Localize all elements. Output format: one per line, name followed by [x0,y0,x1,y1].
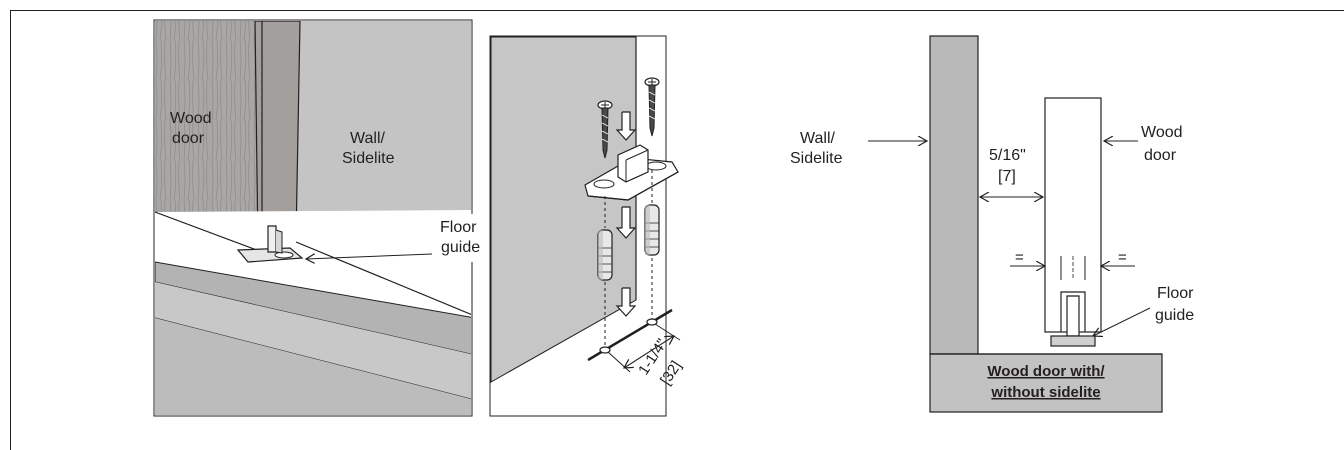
down-arrow-icon [615,111,637,141]
wall-sidelite-label-line1: Wall/ [350,130,386,147]
gap-label-mm: [7] [998,168,1016,185]
screw-right [644,77,660,137]
frame-top-border [10,10,1344,11]
callout-label-line1: Floor [440,219,477,236]
down-arrow-icon-2 [615,206,637,239]
door-section [1044,97,1102,333]
anchor-right [644,204,660,256]
panel-section-view: = = 5/16" [7] Wall/ Sidelite Wood door F… [790,35,1194,413]
floor-guide-part [236,225,304,263]
wood-door-label-line2: door [172,130,205,147]
wood-door-label-line1: Wood [170,110,212,127]
wall-label-line1: Wall/ [800,130,836,147]
floor-section [929,353,1163,413]
guide-label-line2: guide [1155,307,1194,324]
floor-guide-callout: Floor guide [306,194,592,262]
equal-sign-right: = [1118,249,1127,266]
drill-hole-left [599,346,611,354]
drill-hole-right [646,318,658,326]
guide-fin [1066,295,1080,337]
guide-base [1050,335,1096,347]
screw-left [597,100,613,159]
guide-label-line1: Floor [1157,285,1194,302]
caption-line1: Wood door with/ [987,363,1105,380]
panel-door-view: Wood door Wall/ Sidelite [153,19,473,417]
wood-door [155,21,262,255]
panel-assembly-view: 1-1/4" [32] [489,35,685,417]
floor-band [155,261,471,355]
callout-arrow-left [306,253,433,259]
anchor-left [597,229,613,281]
down-arrow-icon-3 [615,287,637,317]
wall-label-line2: Sidelite [790,150,843,167]
wall-section [929,35,979,355]
door-label-line2: door [1144,147,1177,164]
equal-sign-left: = [1015,249,1024,266]
frame-left-border [10,10,11,450]
guide-label-arrow [1093,307,1151,336]
wall-sidelite-label-line2: Sidelite [342,150,395,167]
door-label-line1: Wood [1141,124,1183,141]
floor-guide-bracket [584,144,679,201]
caption-line2: without sidelite [990,384,1100,401]
callout-label-line2: guide [441,239,480,256]
gap-label: 5/16" [989,147,1026,164]
